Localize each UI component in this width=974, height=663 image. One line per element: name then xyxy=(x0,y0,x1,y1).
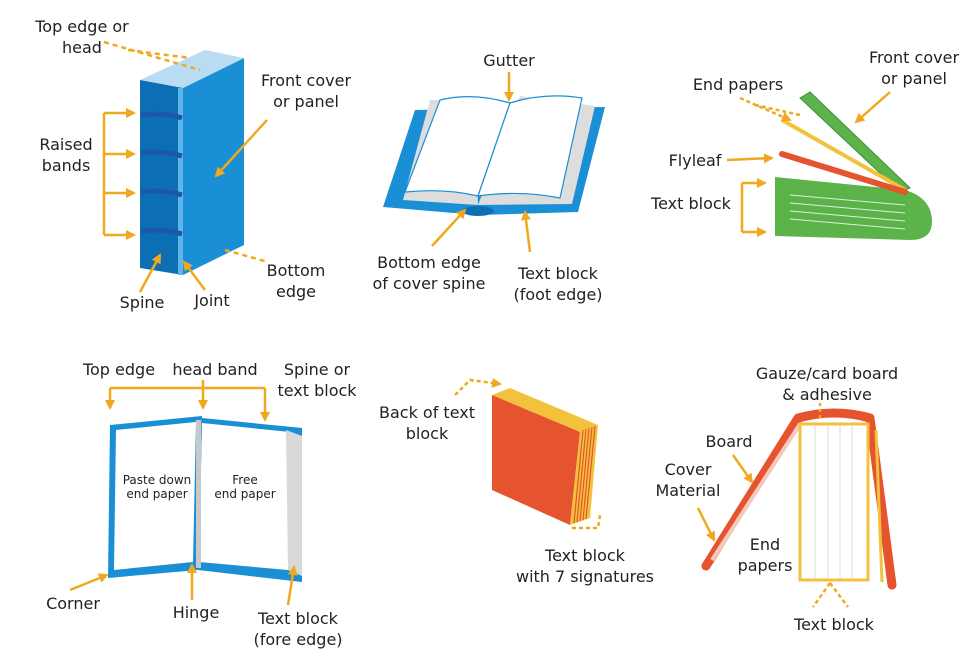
spine-bottom xyxy=(462,206,494,216)
label-line: bands xyxy=(41,156,91,175)
board xyxy=(710,422,802,562)
label-line: Bottom xyxy=(266,261,326,280)
label-text-block-cross-section: Text block xyxy=(794,615,874,634)
front-cover xyxy=(183,58,244,275)
label-line: Front cover xyxy=(260,71,352,90)
label-line: Text block xyxy=(518,264,598,283)
label-line: head xyxy=(62,38,102,57)
cover-material xyxy=(701,408,897,590)
back-of-text-block xyxy=(492,388,598,432)
label-line: or panel xyxy=(881,69,947,88)
text-block-fore-edge xyxy=(286,430,302,576)
label-front-cover: Front cover or panel xyxy=(254,70,358,112)
label-joint: Joint xyxy=(194,291,230,310)
label-line: or panel xyxy=(273,92,339,111)
panel2-arrows xyxy=(431,72,532,253)
flyleaf xyxy=(779,151,908,195)
text-block-face xyxy=(492,395,580,525)
label-front-cover-panel: Front cover or panel xyxy=(862,47,966,89)
label-spine-or-text-block: Spine or text block xyxy=(272,359,362,401)
label-line: Text block xyxy=(545,546,625,565)
end-paper xyxy=(874,429,884,583)
label-corner: Corner xyxy=(46,594,100,613)
label-line: End xyxy=(749,535,781,554)
open-book-illustration xyxy=(383,95,605,216)
label-line: Front cover xyxy=(868,48,960,67)
label-top-edge: Top edge xyxy=(82,360,156,379)
label-end-papers: End papers xyxy=(692,75,784,94)
label-line: end paper xyxy=(214,487,276,501)
label-text-block: Text block xyxy=(651,194,731,213)
label-line: Top edge or xyxy=(35,17,129,36)
spine xyxy=(140,80,183,275)
hinge xyxy=(196,420,201,568)
free-end-paper xyxy=(199,423,290,570)
label-board: Board xyxy=(705,432,753,451)
panel3-arrows xyxy=(726,91,891,237)
book-spine-illustration xyxy=(140,50,244,275)
panel4-arrows xyxy=(69,380,298,606)
label-gutter: Gutter xyxy=(483,51,535,70)
label-line: Cover xyxy=(664,460,712,479)
panel6-arrows xyxy=(696,403,849,608)
label-bottom-edge: Bottom edge xyxy=(256,260,336,302)
label-line: Back of text xyxy=(378,403,475,422)
label-line: end paper xyxy=(126,487,188,501)
text-block-illustration xyxy=(492,388,598,525)
label-spine: Spine xyxy=(119,293,165,312)
right-page xyxy=(477,95,583,199)
label-free-end-paper: Free end paper xyxy=(206,473,284,501)
cover-inside-illustration xyxy=(108,416,302,582)
label-back-of-text-block: Back of text block xyxy=(372,402,482,444)
label-bottom-edge-of-cover-spine: Bottom edge of cover spine xyxy=(370,252,488,294)
label-gauze-card-board: Gauze/card board & adhesive xyxy=(752,363,902,405)
book-layers-illustration xyxy=(775,91,932,240)
raised-band xyxy=(140,188,183,198)
label-line: Bottom edge xyxy=(377,253,481,272)
top-edge xyxy=(140,50,244,88)
label-line: (foot edge) xyxy=(513,285,603,304)
end-paper xyxy=(781,118,906,192)
label-line: (fore edge) xyxy=(253,630,343,649)
label-line: of cover spine xyxy=(372,274,486,293)
label-head-band: head band xyxy=(172,360,258,379)
label-text-block-fore-edge: Text block (fore edge) xyxy=(248,608,348,650)
label-line: papers xyxy=(737,556,793,575)
raised-band xyxy=(140,149,183,159)
label-text-block-7-signatures: Text block with 7 signatures xyxy=(510,545,660,587)
label-end-papers-cross-section: End papers xyxy=(736,534,794,576)
label-line: Spine or xyxy=(283,360,351,379)
label-line: block xyxy=(405,424,449,443)
label-hinge: Hinge xyxy=(172,603,220,622)
raised-band xyxy=(140,111,183,121)
label-line: Text block xyxy=(258,609,338,628)
label-line: & adhesive xyxy=(782,385,872,404)
label-line: edge xyxy=(276,282,316,301)
panel5-arrows xyxy=(454,377,602,530)
label-flyleaf: Flyleaf xyxy=(668,151,722,170)
front-cover xyxy=(799,91,911,193)
label-line: Free xyxy=(232,473,258,487)
label-paste-down-end-paper: Paste down end paper xyxy=(118,473,196,501)
label-line: Gauze/card board xyxy=(755,364,899,383)
label-top-edge-or-head: Top edge or head xyxy=(30,16,134,58)
label-line: with 7 signatures xyxy=(516,567,654,586)
binding-cross-section-illustration xyxy=(701,408,897,590)
label-cover-material: Cover Material xyxy=(652,459,724,501)
paste-down-end-paper xyxy=(114,422,196,570)
raised-band xyxy=(140,227,183,237)
panel1-arrows xyxy=(102,40,269,293)
label-line: Paste down xyxy=(122,473,192,487)
label-text-block-foot-edge: Text block (foot edge) xyxy=(508,263,608,305)
label-raised-bands: Raised bands xyxy=(30,134,102,176)
label-line: Raised xyxy=(39,135,93,154)
label-line: text block xyxy=(277,381,357,400)
text-block xyxy=(798,422,870,582)
label-line: Material xyxy=(655,481,721,500)
